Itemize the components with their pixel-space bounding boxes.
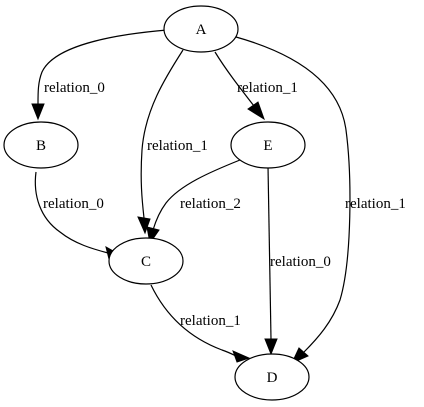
node-e-shape <box>230 121 306 169</box>
node-a-shape <box>163 5 239 53</box>
edge-a-b-label: relation_0 <box>44 80 105 96</box>
edge-a-c-line <box>140 49 184 219</box>
node-b: B <box>3 121 79 169</box>
edge-e-d-line <box>267 165 272 340</box>
node-b-shape <box>3 121 79 169</box>
node-c-shape <box>108 237 184 285</box>
node-d-shape <box>234 353 310 401</box>
node-a: A <box>163 5 239 53</box>
edge-c-d: relation_1 <box>150 284 251 363</box>
edge-c-d-label: relation_1 <box>180 313 241 329</box>
edge-c-d-line <box>150 284 237 357</box>
edge-b-c-label: relation_0 <box>43 196 104 212</box>
node-b-label: B <box>36 138 46 154</box>
edge-a-e-arrowhead <box>247 101 265 121</box>
edge-a-c-arrowhead <box>137 216 151 235</box>
node-a-label: A <box>196 22 207 38</box>
edge-b-c: relation_0 <box>34 171 124 260</box>
edge-a-d-line <box>235 36 351 353</box>
edge-a-b-line <box>37 29 168 105</box>
edge-a-c-label: relation_1 <box>147 138 208 154</box>
node-e: E <box>230 121 306 169</box>
node-c: C <box>108 237 184 285</box>
node-c-label: C <box>141 254 151 270</box>
edge-e-d-arrowhead <box>264 338 278 356</box>
node-d: D <box>234 353 310 401</box>
edge-c-d-arrowhead <box>232 350 251 363</box>
edge-a-b-arrowhead <box>31 103 45 121</box>
node-e-label: E <box>263 138 272 154</box>
edge-a-e-label: relation_1 <box>237 80 298 96</box>
edge-a-c: relation_1 <box>137 49 208 235</box>
edge-a-d-label: relation_1 <box>345 196 406 212</box>
edge-e-c-line <box>152 159 241 231</box>
edge-a-e-line <box>214 51 255 107</box>
edge-e-d-label: relation_0 <box>270 254 331 270</box>
edge-e-d: relation_0 <box>264 165 331 356</box>
edge-e-c: relation_2 <box>146 159 241 245</box>
edge-a-d: relation_1 <box>235 36 406 364</box>
edge-e-c-label: relation_2 <box>180 196 241 212</box>
node-d-label: D <box>267 370 278 386</box>
edge-a-b: relation_0 <box>31 29 168 121</box>
edge-a-e: relation_1 <box>214 51 298 121</box>
edge-b-c-line <box>34 171 109 254</box>
